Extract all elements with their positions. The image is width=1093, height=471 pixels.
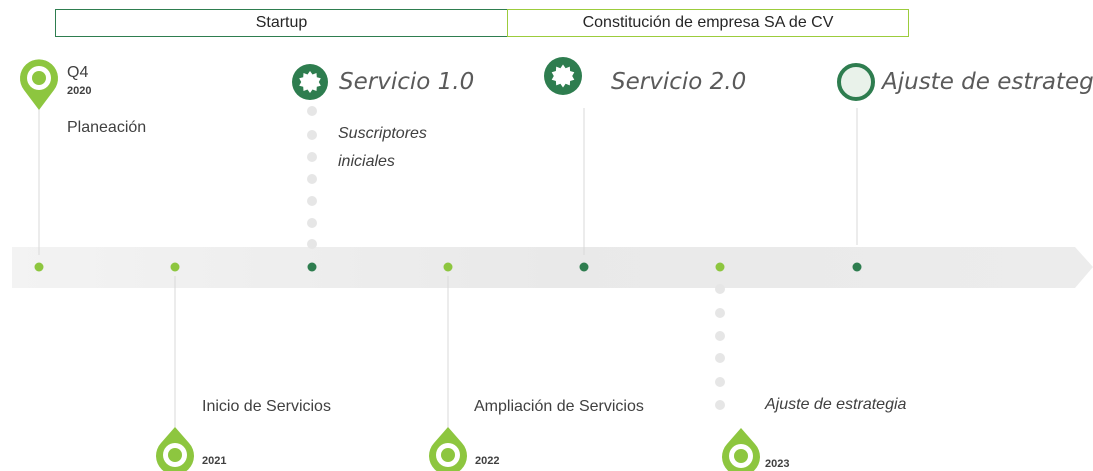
- map-pin-icon-2022: [429, 427, 467, 471]
- timeline-point-5: [579, 262, 589, 272]
- badge-icon-servicio2: [544, 57, 582, 95]
- phase-startup-header: Startup: [55, 9, 508, 37]
- timeline-point-3: [307, 262, 317, 272]
- event-title-servicio1: Servicio 1.0: [339, 69, 475, 95]
- timeline-arrow-bar: [12, 247, 1093, 288]
- event-label-inicio-servicios: Inicio de Servicios: [202, 398, 331, 415]
- map-pin-icon-2023: [722, 428, 760, 471]
- event-note-line-1: Suscriptores: [338, 125, 427, 142]
- timeline-point-4: [443, 262, 453, 272]
- timeline-point-1: [34, 262, 44, 272]
- event-label-planeacion: Planeación: [67, 119, 147, 136]
- dotted-connector-2023: [715, 284, 725, 410]
- badge-icon-servicio1: [292, 64, 328, 100]
- event-note-servicio1: Suscriptores iniciales: [338, 120, 427, 176]
- year-label-2021: 2021: [202, 455, 227, 467]
- event-note-line-2: iniciales: [338, 153, 395, 170]
- phase-startup-label: Startup: [255, 14, 308, 31]
- map-pin-icon-2021: [156, 427, 194, 471]
- dotted-connector-servicio1: [307, 106, 317, 249]
- phase-constitucion-label: Constitución de empresa SA de CV: [582, 14, 834, 31]
- year-label-2022: 2022: [475, 455, 500, 467]
- event-title-servicio2: Servicio 2.0: [611, 69, 747, 95]
- circle-icon-ajuste: [837, 63, 875, 101]
- quarter-label: Q4: [67, 64, 89, 81]
- timeline-point-7: [852, 262, 862, 272]
- year-label-2020: 2020: [67, 85, 92, 97]
- year-label-2023: 2023: [765, 458, 790, 470]
- event-label-ajuste-estrategia: Ajuste de estrategia: [765, 396, 907, 413]
- timeline-point-2: [170, 262, 180, 272]
- event-label-ampliacion-servicios: Ampliación de Servicios: [474, 398, 644, 415]
- phase-constitucion-header: Constitución de empresa SA de CV: [507, 9, 909, 37]
- timeline-point-6: [715, 262, 725, 272]
- event-title-ajuste: Ajuste de estrategia: [882, 69, 1093, 95]
- map-pin-icon-q4: [20, 59, 58, 110]
